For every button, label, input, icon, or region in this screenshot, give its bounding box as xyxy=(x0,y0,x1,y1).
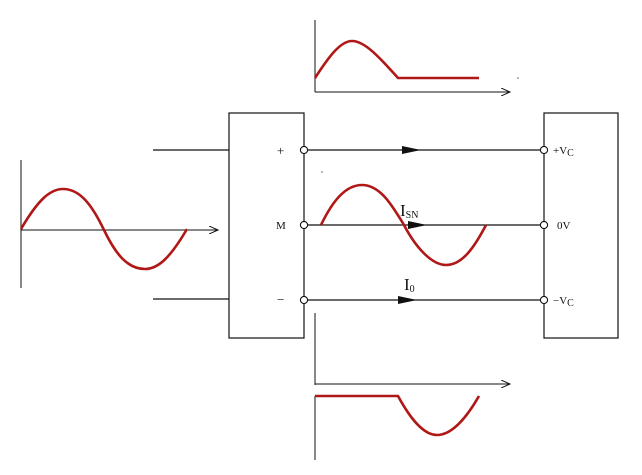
converter-block xyxy=(228,112,305,339)
node-left-minus xyxy=(299,295,309,305)
input-waveform-graph xyxy=(19,160,218,288)
stray-dot xyxy=(321,171,323,173)
bottom-waveform-graph xyxy=(314,313,510,460)
node-right-minus xyxy=(539,295,549,305)
top-half-wave xyxy=(313,39,479,80)
label-minus: − xyxy=(277,292,284,307)
label-minus-vc: −VC xyxy=(553,295,574,309)
node-right-mid xyxy=(539,220,549,230)
input-sine-wave xyxy=(19,187,189,271)
negative-rail-arrow xyxy=(398,296,417,304)
top-waveform-graph xyxy=(313,20,510,92)
mid-rail-arrow xyxy=(408,221,427,229)
supply-block xyxy=(543,112,619,339)
node-left-plus xyxy=(299,145,309,155)
label-current-0: I0 xyxy=(404,275,415,295)
label-mid: M xyxy=(276,220,286,232)
mid-sine-wave xyxy=(319,183,488,267)
stray-dot xyxy=(517,77,519,79)
node-left-mid xyxy=(299,220,309,230)
node-right-plus xyxy=(539,145,549,155)
positive-rail-arrow xyxy=(402,146,421,154)
label-plus: + xyxy=(277,143,284,158)
bottom-negative-half-wave xyxy=(315,394,481,437)
label-current-sn: ISN xyxy=(400,201,418,221)
label-plus-vc: +VC xyxy=(553,145,574,159)
label-zero-v: 0V xyxy=(557,220,571,232)
